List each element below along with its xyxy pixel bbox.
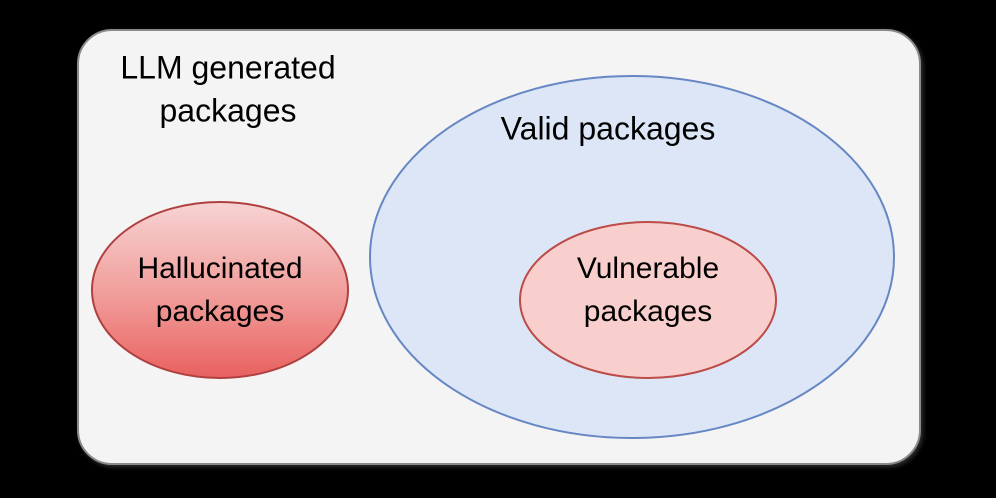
hallucinated-packages-label-line1: Hallucinated — [137, 252, 302, 285]
vulnerable-packages-label-line2: packages — [584, 295, 712, 328]
llm-generated-packages-label-line2: packages — [160, 92, 297, 128]
valid-packages-label: Valid packages — [501, 110, 716, 146]
vulnerable-packages-ellipse — [519, 221, 777, 379]
vulnerable-packages-label-line1: Vulnerable — [577, 252, 719, 285]
hallucinated-packages-label-line2: packages — [156, 295, 284, 328]
hallucinated-packages-ellipse — [91, 201, 349, 379]
llm-generated-packages-label-line1: LLM generated — [120, 49, 335, 85]
